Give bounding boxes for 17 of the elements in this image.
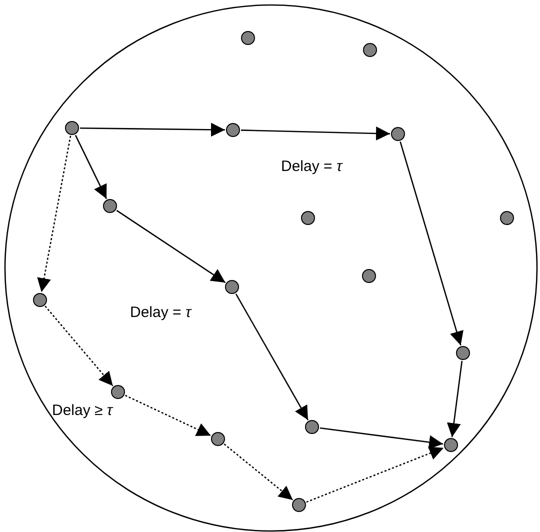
arrow (80, 122, 225, 137)
arrow (224, 444, 294, 500)
arrow (124, 394, 212, 436)
arrow (400, 141, 464, 346)
arrow (116, 210, 226, 284)
arrow (306, 446, 444, 503)
delay-label: Delay = τ (130, 303, 192, 323)
arrow (240, 126, 390, 140)
delay-label: Delay ≥ τ (52, 401, 113, 421)
boundary-circle (4, 4, 538, 532)
arrow (44, 306, 114, 386)
delay-label: Delay = τ (281, 157, 342, 177)
arrow (37, 136, 72, 292)
arrow (446, 360, 463, 438)
arrow (74, 134, 108, 200)
arrow (320, 427, 444, 450)
arrow (235, 294, 309, 420)
